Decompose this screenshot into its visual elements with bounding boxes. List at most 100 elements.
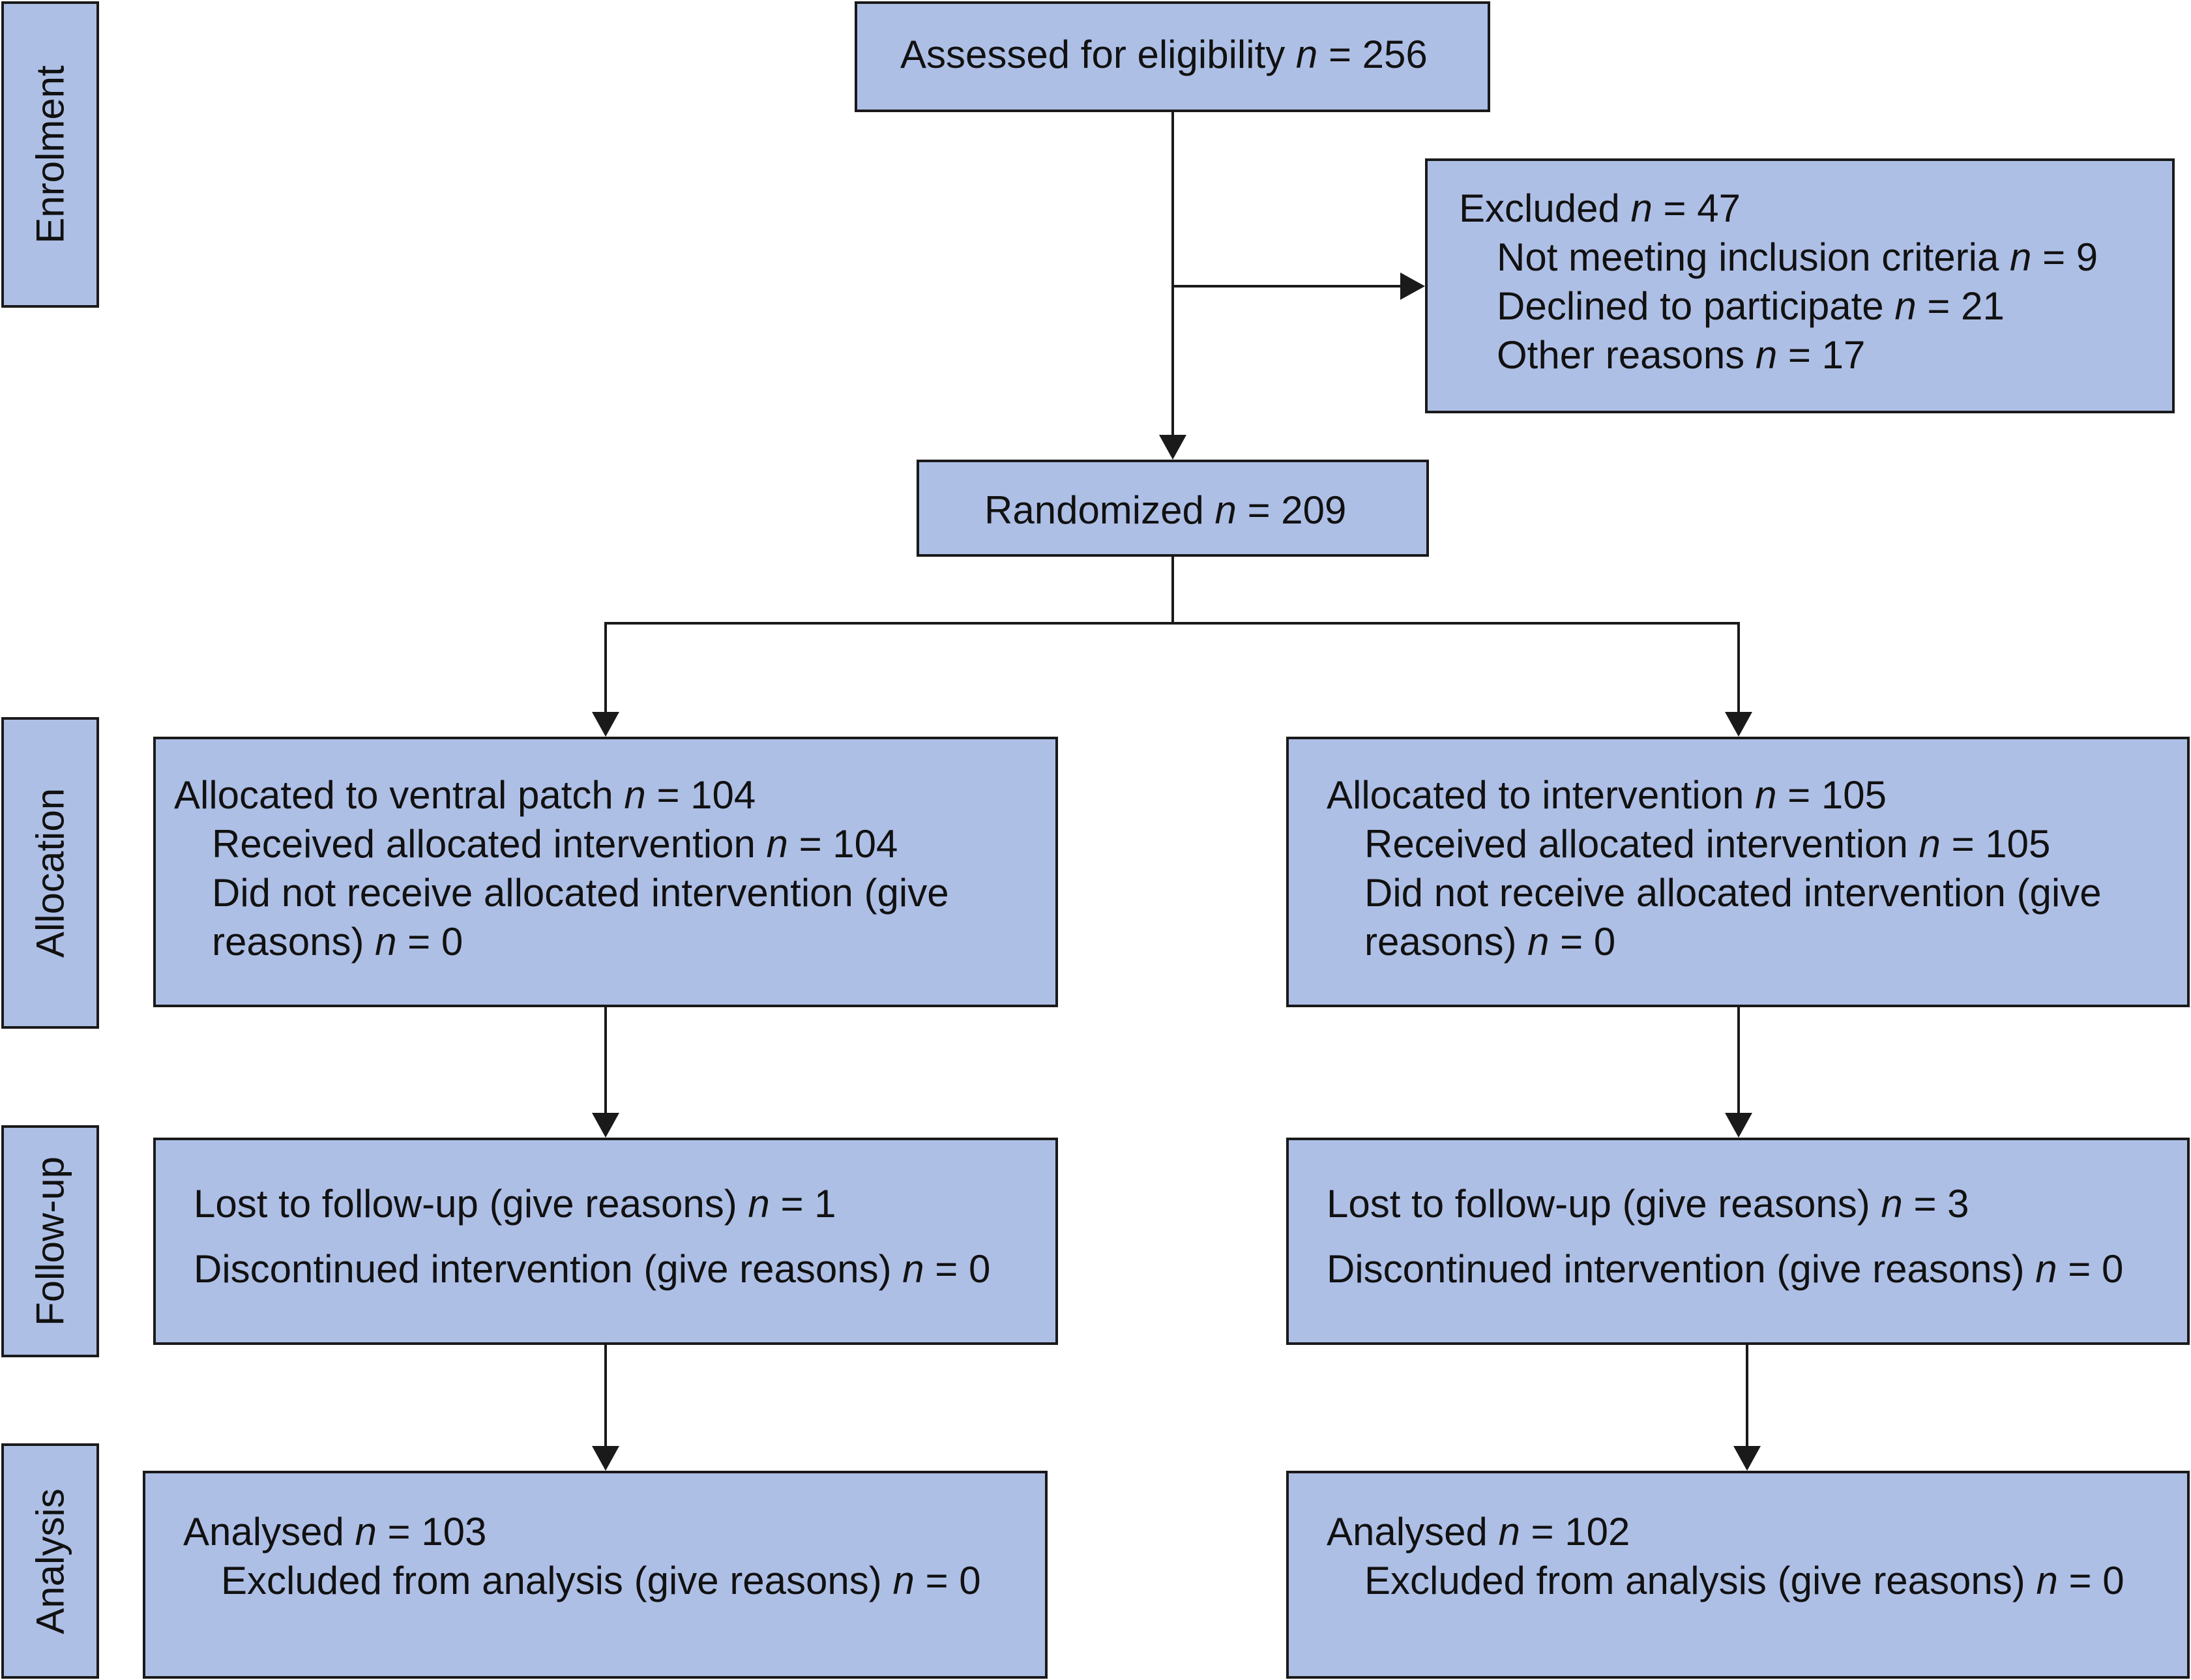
arrow-to-followup-right bbox=[1725, 1113, 1752, 1138]
followup-right-box: Lost to follow-up (give reasons) n = 3 D… bbox=[1286, 1138, 2190, 1345]
excluded-analysis-n: n bbox=[892, 1559, 915, 1602]
discontinued-value: = 0 bbox=[935, 1247, 991, 1291]
allocation-left-not-received-line2: reasons) n = 0 bbox=[212, 917, 463, 966]
excluded-value: = 47 bbox=[1663, 186, 1741, 230]
lost-label: Lost to follow-up (give reasons) bbox=[194, 1182, 737, 1226]
excluded-analysis-n: n bbox=[2036, 1559, 2058, 1602]
stage-analysis: Analysis bbox=[1, 1443, 99, 1679]
stage-follow-up: Follow-up bbox=[1, 1125, 99, 1357]
excluded-item-n: n bbox=[2010, 235, 2032, 279]
randomized-value: = 209 bbox=[1247, 488, 1347, 532]
assessed-value: = 256 bbox=[1328, 33, 1428, 76]
not-received-value: = 0 bbox=[407, 920, 463, 964]
allocation-left-n: n bbox=[624, 773, 646, 817]
excluded-item-n: n bbox=[1894, 284, 1917, 328]
connector-followup-analysis-right bbox=[1746, 1345, 1748, 1447]
excluded-n: n bbox=[1630, 186, 1653, 230]
received-label: Received allocated intervention bbox=[212, 822, 756, 866]
assessed-label: Assessed for eligibility bbox=[900, 33, 1286, 76]
not-received-n: n bbox=[375, 920, 397, 964]
assessed-box: Assessed for eligibility n = 256 bbox=[855, 1, 1490, 112]
arrow-to-allocation-right bbox=[1725, 712, 1752, 737]
discontinued-label: Discontinued intervention (give reasons) bbox=[194, 1247, 892, 1291]
not-received-label: reasons) bbox=[1364, 920, 1517, 964]
analysis-left-excluded: Excluded from analysis (give reasons) n … bbox=[221, 1556, 981, 1605]
discontinued-label: Discontinued intervention (give reasons) bbox=[1327, 1247, 2025, 1291]
excluded-analysis-label: Excluded from analysis (give reasons) bbox=[1364, 1559, 2025, 1602]
received-n: n bbox=[1919, 822, 1941, 866]
followup-left-discontinued: Discontinued intervention (give reasons)… bbox=[194, 1245, 990, 1293]
received-n: n bbox=[766, 822, 788, 866]
lost-n: n bbox=[748, 1182, 770, 1226]
received-value: = 104 bbox=[799, 822, 898, 866]
followup-right-lost: Lost to follow-up (give reasons) n = 3 bbox=[1327, 1179, 1969, 1228]
randomized-text: Randomized n = 209 bbox=[984, 486, 1346, 535]
not-received-label: reasons) bbox=[212, 920, 364, 964]
received-value: = 105 bbox=[1951, 822, 2051, 866]
stage-allocation: Allocation bbox=[1, 717, 99, 1029]
excluded-item-label: Other reasons bbox=[1497, 333, 1745, 377]
lost-value: = 1 bbox=[780, 1182, 836, 1226]
excluded-item: Declined to participate n = 21 bbox=[1497, 282, 2005, 331]
stage-enrolment-label: Enrolment bbox=[28, 65, 72, 244]
assessed-n: n bbox=[1295, 33, 1318, 76]
arrow-to-randomized bbox=[1159, 435, 1186, 460]
not-received-value: = 0 bbox=[1560, 920, 1616, 964]
randomized-box: Randomized n = 209 bbox=[917, 460, 1429, 557]
analysed-n: n bbox=[1498, 1510, 1520, 1554]
arrow-to-analysis-right bbox=[1733, 1446, 1761, 1471]
excluded-item-value: = 9 bbox=[2042, 235, 2098, 279]
excluded-box: Excluded n = 47 Not meeting inclusion cr… bbox=[1425, 158, 2175, 413]
followup-left-box: Lost to follow-up (give reasons) n = 1 D… bbox=[153, 1138, 1058, 1345]
connector-split-horizontal bbox=[604, 622, 1740, 625]
received-label: Received allocated intervention bbox=[1364, 822, 1908, 866]
allocation-right-received: Received allocated intervention n = 105 bbox=[1364, 819, 2050, 868]
randomized-n: n bbox=[1214, 488, 1237, 532]
stage-analysis-label: Analysis bbox=[28, 1488, 72, 1634]
excluded-title: Excluded n = 47 bbox=[1459, 184, 1741, 233]
connector-followup-analysis-left bbox=[604, 1345, 607, 1447]
connector-split-left bbox=[604, 622, 607, 713]
arrow-to-followup-left bbox=[592, 1113, 619, 1138]
discontinued-value: = 0 bbox=[2068, 1247, 2124, 1291]
lost-n: n bbox=[1881, 1182, 1903, 1226]
arrow-to-excluded bbox=[1400, 273, 1425, 300]
allocation-left-title: Allocated to ventral patch n = 104 bbox=[174, 771, 756, 819]
excluded-item: Other reasons n = 17 bbox=[1497, 331, 1865, 379]
stage-enrolment: Enrolment bbox=[1, 1, 99, 308]
allocation-right-not-received-line1: Did not receive allocated intervention (… bbox=[1364, 871, 2102, 915]
excluded-item: Not meeting inclusion criteria n = 9 bbox=[1497, 233, 2098, 282]
excluded-item-label: Not meeting inclusion criteria bbox=[1497, 235, 1999, 279]
randomized-label: Randomized bbox=[984, 488, 1204, 532]
lost-value: = 3 bbox=[1913, 1182, 1969, 1226]
excluded-label: Excluded bbox=[1459, 186, 1620, 230]
analysis-left-box: Analysed n = 103 Excluded from analysis … bbox=[143, 1471, 1048, 1679]
excluded-item-n: n bbox=[1755, 333, 1778, 377]
not-received-n: n bbox=[1527, 920, 1550, 964]
arrow-to-allocation-left bbox=[592, 712, 619, 737]
allocation-left-box: Allocated to ventral patch n = 104 Recei… bbox=[153, 737, 1058, 1007]
arrow-to-analysis-left bbox=[592, 1446, 619, 1471]
discontinued-n: n bbox=[2035, 1247, 2057, 1291]
allocation-right-n: n bbox=[1755, 773, 1777, 817]
discontinued-n: n bbox=[902, 1247, 924, 1291]
allocation-left-not-received-line1: Did not receive allocated intervention (… bbox=[212, 871, 949, 915]
analysed-value: = 102 bbox=[1531, 1510, 1630, 1554]
stage-allocation-label: Allocation bbox=[28, 788, 72, 958]
analysis-right-box: Analysed n = 102 Excluded from analysis … bbox=[1286, 1471, 2190, 1679]
allocation-right-title: Allocated to intervention n = 105 bbox=[1327, 771, 1887, 819]
analysed-label: Analysed bbox=[183, 1510, 344, 1554]
excluded-analysis-label: Excluded from analysis (give reasons) bbox=[221, 1559, 882, 1602]
excluded-item-label: Declined to participate bbox=[1497, 284, 1884, 328]
analysed-value: = 103 bbox=[387, 1510, 487, 1554]
assessed-text: Assessed for eligibility n = 256 bbox=[900, 30, 1428, 79]
excluded-analysis-value: = 0 bbox=[2068, 1559, 2125, 1602]
stage-follow-up-label: Follow-up bbox=[28, 1156, 72, 1327]
allocation-left-label: Allocated to ventral patch bbox=[174, 773, 613, 817]
connector-assessed-randomized bbox=[1171, 112, 1174, 438]
connector-allocation-followup-right bbox=[1737, 1007, 1740, 1115]
followup-right-discontinued: Discontinued intervention (give reasons)… bbox=[1327, 1245, 2123, 1293]
analysis-right-title: Analysed n = 102 bbox=[1327, 1507, 1630, 1556]
connector-to-excluded bbox=[1173, 285, 1401, 287]
